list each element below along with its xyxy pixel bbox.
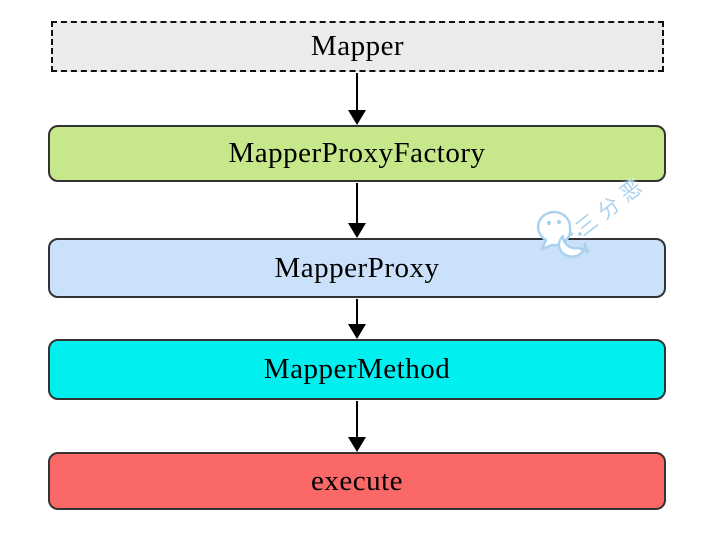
node-mapperproxy-label: MapperProxy xyxy=(274,251,440,284)
arrow-head-icon xyxy=(348,324,366,339)
arrow-head-icon xyxy=(348,110,366,125)
node-mapperproxyfactory: MapperProxyFactory xyxy=(48,125,666,182)
arrow-line xyxy=(356,73,358,114)
arrow-line xyxy=(356,183,358,227)
node-mapper: Mapper xyxy=(51,21,664,72)
node-execute-label: execute xyxy=(310,464,404,497)
arrow-head-icon xyxy=(348,223,366,238)
node-execute: execute xyxy=(48,452,666,510)
arrow-line xyxy=(356,401,358,441)
arrow-mapper-to-mapperproxyfactory xyxy=(348,73,366,125)
node-mapperproxyfactory-label: MapperProxyFactory xyxy=(228,137,486,169)
node-mapperproxy: MapperProxy xyxy=(48,238,666,298)
node-mappermethod: MapperMethod xyxy=(48,339,666,400)
arrow-mapperproxyfactory-to-mapperproxy xyxy=(348,183,366,238)
arrow-head-icon xyxy=(348,437,366,452)
arrow-mappermethod-to-execute xyxy=(348,401,366,452)
arrow-line xyxy=(356,299,358,328)
node-mappermethod-label: MapperMethod xyxy=(263,353,451,385)
node-mapper-label: Mapper xyxy=(310,30,405,62)
arrow-mapperproxy-to-mappermethod xyxy=(348,299,366,339)
